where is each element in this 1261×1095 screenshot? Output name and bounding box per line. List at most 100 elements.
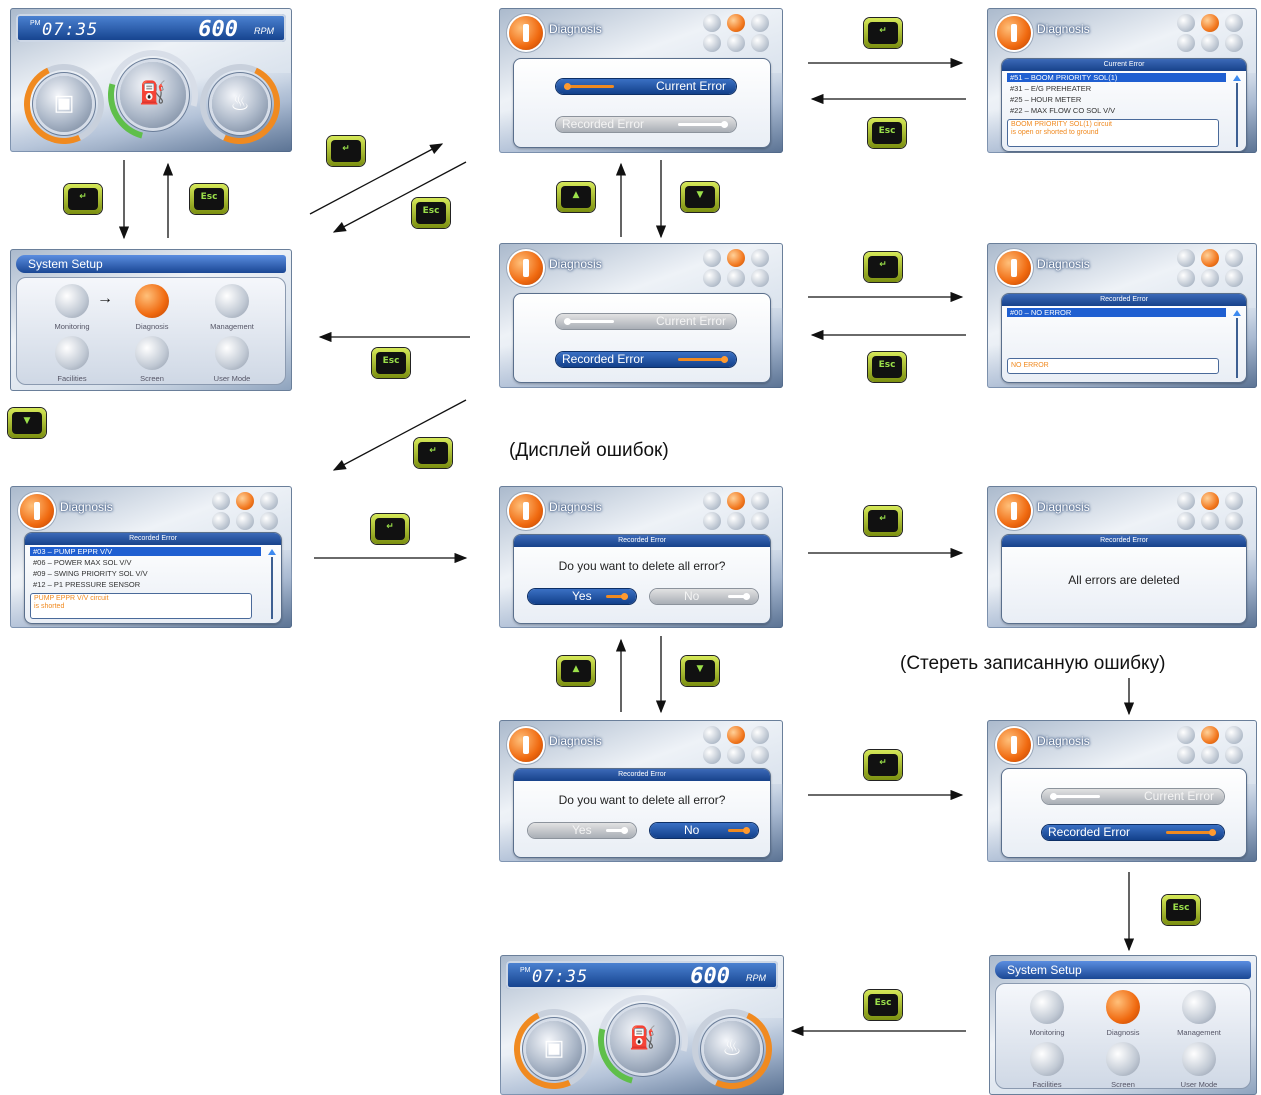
enter-key[interactable]: ↵ (327, 136, 365, 166)
up-key[interactable]: ▲ (557, 656, 595, 686)
esc-key[interactable]: Esc (190, 184, 228, 214)
hydraulic-temp-gauge (704, 1021, 760, 1077)
system-setup-screen: System Setup Monitoring Diagnosis Manage… (989, 955, 1257, 1095)
diagnosis-icon (20, 494, 54, 528)
management-icon[interactable] (215, 284, 249, 318)
diagnosis-title: Diagnosis (549, 22, 602, 36)
panel-header: Recorded Error (514, 535, 770, 547)
panel-header: Recorded Error (1002, 535, 1246, 547)
screen-icon[interactable] (1106, 1042, 1140, 1076)
screen-icon[interactable] (135, 336, 169, 370)
setup-label-facilities: Facilities (1032, 1080, 1062, 1089)
caption-error-display: (Дисплей ошибок) (509, 440, 669, 461)
no-button[interactable]: No (650, 823, 758, 838)
engine-icon: ▣ (543, 1035, 565, 1060)
recorded-no-error-screen: Diagnosis Recorded Error #00 – NO ERROR … (987, 243, 1257, 388)
coolant-temp-gauge (526, 1021, 582, 1077)
enter-key[interactable]: ↵ (864, 18, 902, 48)
enter-key[interactable]: ↵ (864, 506, 902, 536)
setup-label-monitoring: Monitoring (1029, 1028, 1065, 1037)
diagnosis-title: Diagnosis (1037, 257, 1090, 271)
enter-key[interactable]: ↵ (864, 750, 902, 780)
diagnosis-title: Diagnosis (549, 734, 602, 748)
error-row[interactable]: #09 – SWING PRIORITY SOL V/V (33, 569, 148, 578)
recorded-error-button[interactable]: Recorded Error (556, 352, 736, 367)
scroll-up-icon[interactable] (1233, 310, 1241, 316)
enter-key[interactable]: ↵ (64, 184, 102, 214)
recorded-error-button[interactable]: Recorded Error (556, 117, 736, 132)
monitoring-icon[interactable] (1030, 990, 1064, 1024)
esc-key[interactable]: Esc (412, 198, 450, 228)
panel-header: Recorded Error (514, 769, 770, 781)
no-button[interactable]: No (650, 589, 758, 604)
error-row[interactable]: #22 – MAX FLOW CO SOL V/V (1010, 106, 1116, 115)
user-mode-icon[interactable] (1182, 1042, 1216, 1076)
arrow-diag-current-to-setup (332, 161, 467, 233)
all-errors-deleted-screen: Diagnosis Recorded Error All errors are … (987, 486, 1257, 628)
hydraulic-temp-gauge (212, 76, 268, 132)
esc-key[interactable]: Esc (372, 348, 410, 378)
setup-label-facilities: Facilities (57, 374, 87, 383)
down-key[interactable]: ▼ (681, 656, 719, 686)
diagnosis-icon (997, 16, 1031, 50)
diagnosis-icon (509, 251, 543, 285)
current-error-list-screen: Diagnosis Current Error #51 – BOOM PRIOR… (987, 8, 1257, 153)
down-key[interactable]: ▼ (8, 408, 46, 438)
current-error-button[interactable]: Current Error (556, 79, 736, 94)
scroll-up-icon[interactable] (268, 549, 276, 555)
current-error-button[interactable]: Current Error (1042, 789, 1224, 804)
setup-label-management: Management (210, 322, 254, 331)
setup-label-screen: Screen (1111, 1080, 1135, 1089)
management-icon[interactable] (1182, 990, 1216, 1024)
rpm-unit: RPM (254, 26, 274, 36)
enter-key[interactable]: ↵ (864, 252, 902, 282)
user-mode-icon[interactable] (215, 336, 249, 370)
error-row[interactable]: #51 – BOOM PRIORITY SOL(1) (1007, 73, 1226, 82)
facilities-icon[interactable] (1030, 1042, 1064, 1076)
panel-header: Current Error (1002, 59, 1246, 71)
system-setup-title: System Setup (16, 255, 286, 273)
esc-key[interactable]: Esc (868, 118, 906, 148)
diagnosis-icon (997, 728, 1031, 762)
scrollbar[interactable] (1236, 83, 1238, 147)
diagnosis-icon[interactable] (1106, 990, 1140, 1024)
thermometer-icon: ♨ (722, 1035, 742, 1060)
facilities-icon[interactable] (55, 336, 89, 370)
fuel-gauge (120, 62, 186, 128)
monitoring-icon[interactable] (55, 284, 89, 318)
setup-label-screen: Screen (140, 374, 164, 383)
scrollbar[interactable] (271, 557, 273, 619)
enter-key[interactable]: ↵ (371, 514, 409, 544)
arrow-diag-recorded-to-recorded-list (332, 399, 467, 471)
setup-label-monitoring: Monitoring (54, 322, 90, 331)
main-display-screen: PM 07:35 600 RPM ▣ ⛽ ♨ (10, 8, 292, 152)
error-row[interactable]: #00 – NO ERROR (1007, 308, 1226, 317)
esc-key[interactable]: Esc (864, 990, 902, 1020)
pm-indicator: PM (30, 20, 41, 27)
esc-key[interactable]: Esc (1162, 895, 1200, 925)
error-row[interactable]: #12 – P1 PRESSURE SENSOR (33, 580, 141, 589)
engine-icon: ▣ (53, 90, 75, 115)
down-key[interactable]: ▼ (681, 182, 719, 212)
error-row[interactable]: #03 – PUMP EPPR V/V (30, 547, 261, 556)
yes-button[interactable]: Yes (528, 589, 636, 604)
error-row[interactable]: #06 – POWER MAX SOL V/V (33, 558, 132, 567)
setup-label-diagnosis: Diagnosis (135, 322, 169, 331)
delete-question: Do you want to delete all error? (558, 793, 726, 807)
scroll-up-icon[interactable] (1233, 75, 1241, 81)
up-key[interactable]: ▲ (557, 182, 595, 212)
esc-key[interactable]: Esc (868, 352, 906, 382)
system-setup-title: System Setup (995, 961, 1251, 979)
diagnosis-title: Diagnosis (1037, 500, 1090, 514)
diagnosis-icon[interactable] (135, 284, 169, 318)
current-error-button[interactable]: Current Error (556, 314, 736, 329)
error-row[interactable]: #25 – HOUR METER (1010, 95, 1082, 104)
fuel-gauge (610, 1007, 676, 1073)
arrow-right-icon: → (97, 290, 113, 307)
diagnosis-current-selected-screen: Diagnosis Current Error Recorded Error (499, 8, 783, 153)
yes-button[interactable]: Yes (528, 823, 636, 838)
scrollbar[interactable] (1236, 318, 1238, 378)
recorded-error-button[interactable]: Recorded Error (1042, 825, 1224, 840)
enter-key[interactable]: ↵ (414, 438, 452, 468)
error-row[interactable]: #31 – E/G PREHEATER (1010, 84, 1092, 93)
